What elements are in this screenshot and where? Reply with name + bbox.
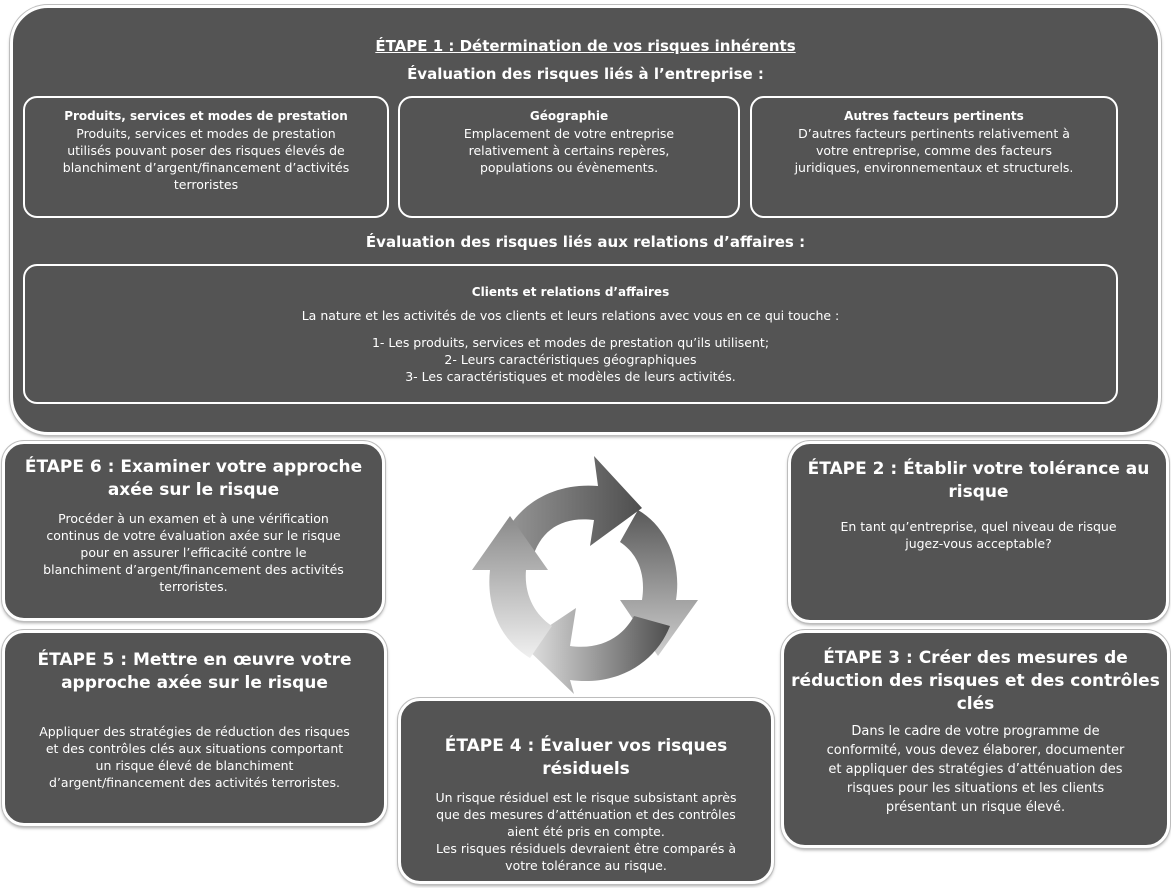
step4-line: aient été pris en compte. bbox=[507, 824, 665, 839]
products-box: Produits, services et modes de prestatio… bbox=[23, 96, 389, 218]
clients-intro: La nature et les activités de vos client… bbox=[301, 308, 840, 323]
step4-box: ÉTAPE 4 : Évaluer vos risques résiduels … bbox=[398, 698, 774, 884]
step3-title: clés bbox=[956, 694, 995, 714]
clients-title: Clients et relations d’affaires bbox=[471, 285, 670, 299]
geography-line: populations ou évènements. bbox=[479, 160, 659, 175]
step5-title: approche axée sur le risque bbox=[61, 673, 328, 693]
step2-title: ÉTAPE 2 : Établir votre tolérance au bbox=[807, 459, 1150, 479]
step3-title: ÉTAPE 3 : Créer des mesures de bbox=[823, 648, 1128, 668]
circular-arrows-icon bbox=[472, 456, 698, 694]
step3-line: risques pour les situations et les clien… bbox=[846, 781, 1105, 796]
step6-box: ÉTAPE 6 : Examiner votre approche axée s… bbox=[2, 441, 385, 621]
other-factors-line: D’autres facteurs pertinents relativemen… bbox=[798, 126, 1070, 141]
step2-line: En tant qu’entreprise, quel niveau de ri… bbox=[840, 519, 1117, 534]
step6-line: blanchiment d’argent/financement des act… bbox=[43, 562, 344, 577]
step3-line: Dans le cadre de votre programme de bbox=[851, 724, 1100, 739]
step5-line: Appliquer des stratégies de réduction de… bbox=[39, 724, 350, 739]
geography-line: relativement à certains repères, bbox=[468, 143, 670, 158]
products-line: blanchiment d’argent/financement d’activ… bbox=[62, 160, 350, 175]
step6-title: ÉTAPE 6 : Examiner votre approche bbox=[24, 457, 363, 477]
step3-line: présentant un risque élevé. bbox=[885, 800, 1066, 815]
other-factors-box: Autres facteurs pertinents D’autres fact… bbox=[750, 96, 1118, 218]
step1-box: ÉTAPE 1 : Détermination de vos risques i… bbox=[10, 5, 1161, 435]
step2-title: risque bbox=[948, 482, 1009, 502]
step6-line: pour en assurer l’efficacité contre le bbox=[80, 545, 307, 560]
step5-line: d’argent/financement des activités terro… bbox=[49, 775, 340, 790]
step3-line: conformité, vous devez élaborer, documen… bbox=[826, 743, 1125, 758]
cycle-arrow-top bbox=[498, 456, 642, 560]
products-line: utilisés pouvant poser des risques élevé… bbox=[67, 143, 345, 158]
step2-line: jugez-vous acceptable? bbox=[905, 536, 1052, 551]
geography-line: Emplacement de votre entreprise bbox=[463, 126, 675, 141]
step6-line: terroristes. bbox=[159, 579, 228, 594]
step2-box: ÉTAPE 2 : Établir votre tolérance au ris… bbox=[788, 441, 1169, 623]
geography-title: Géographie bbox=[529, 109, 609, 123]
products-line: terroristes bbox=[173, 177, 239, 192]
step5-line: et des contrôles clés aux situations com… bbox=[45, 741, 344, 756]
step3-title: réduction des risques et des contrôles bbox=[791, 671, 1160, 691]
business-risk-header: Évaluation des risques liés à l’entrepri… bbox=[407, 65, 764, 83]
step4-line: Les risques résiduels devraient être com… bbox=[435, 841, 737, 856]
other-factors-title: Autres facteurs pertinents bbox=[844, 109, 1024, 123]
step6-title: axée sur le risque bbox=[107, 480, 280, 500]
step1-title: ÉTAPE 1 : Détermination de vos risques i… bbox=[375, 37, 796, 55]
other-factors-line: votre entreprise, comme des facteurs bbox=[816, 143, 1052, 158]
clients-item: 2- Leurs caractéristiques géographiques bbox=[444, 352, 697, 367]
products-title: Produits, services et modes de prestatio… bbox=[64, 109, 348, 123]
cycle-arrow-left bbox=[472, 516, 552, 658]
step3-box: ÉTAPE 3 : Créer des mesures de réduction… bbox=[781, 630, 1170, 848]
products-line: Produits, services et modes de prestatio… bbox=[76, 126, 336, 141]
step3-line: et appliquer des stratégies d’atténuatio… bbox=[828, 762, 1123, 777]
step4-line: que des mesures d’atténuation et des con… bbox=[436, 807, 736, 822]
relations-risk-header: Évaluation des risques liés aux relation… bbox=[365, 233, 806, 251]
geography-box: Géographie Emplacement de votre entrepri… bbox=[398, 96, 740, 218]
step5-box: ÉTAPE 5 : Mettre en œuvre votre approche… bbox=[2, 630, 387, 826]
step6-line: continus de votre évaluation axée sur le… bbox=[46, 528, 341, 543]
clients-item: 3- Les caractéristiques et modèles de le… bbox=[405, 369, 736, 384]
step4-title: ÉTAPE 4 : Évaluer vos risques résiduels bbox=[444, 736, 728, 779]
clients-item: 1- Les produits, services et modes de pr… bbox=[371, 335, 770, 350]
step4-line: Un risque résiduel est le risque subsist… bbox=[435, 790, 737, 805]
step5-title: ÉTAPE 5 : Mettre en œuvre votre bbox=[37, 650, 352, 670]
step6-line: Procéder à un examen et à une vérificati… bbox=[58, 511, 329, 526]
other-factors-line: juridiques, environnementaux et structur… bbox=[794, 160, 1074, 175]
step4-line: votre tolérance au risque. bbox=[505, 858, 667, 873]
cycle-arrow-bottom bbox=[522, 608, 670, 694]
step5-line: un risque élevé de blanchiment bbox=[95, 758, 294, 773]
clients-box: Clients et relations d’affaires La natur… bbox=[23, 264, 1118, 404]
